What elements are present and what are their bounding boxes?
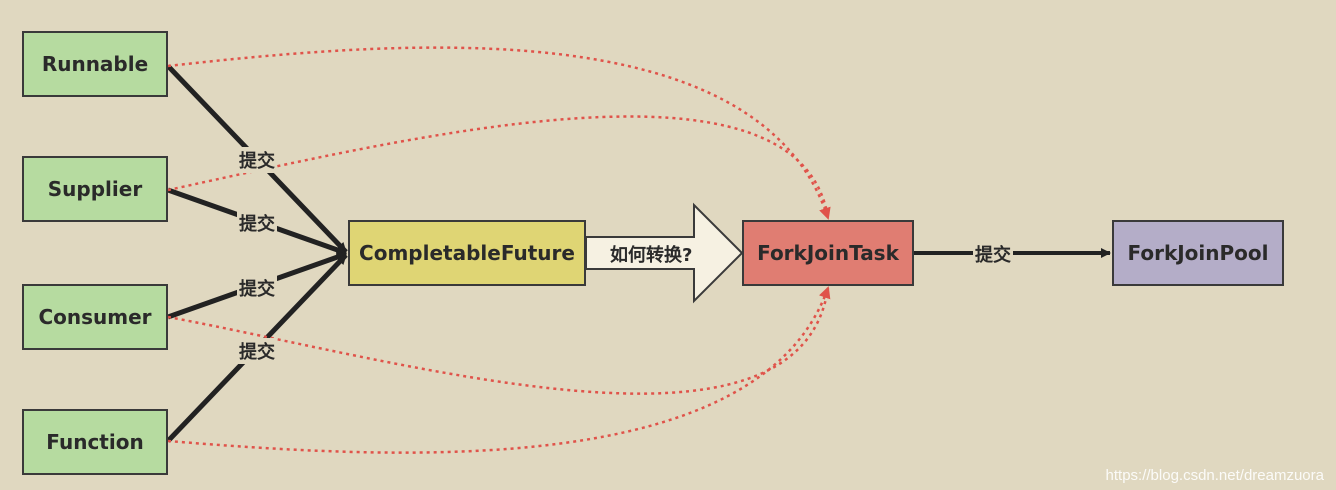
function-node: Function [22, 409, 168, 475]
conversion-arrow [585, 202, 744, 304]
consumer-label: Consumer [38, 305, 152, 329]
function-label: Function [46, 430, 144, 454]
dotted-edge-runnable-to-forkjointask [167, 46, 831, 220]
completablefuture-node: CompletableFuture [348, 220, 586, 286]
dotted-edge-function-to-forkjointask [167, 286, 831, 454]
submit-label-function: 提交 [237, 338, 277, 364]
supplier-label: Supplier [47, 177, 143, 201]
submit-label-consumer: 提交 [237, 275, 277, 301]
how-to-convert-label: 如何转换? [610, 245, 693, 266]
forkjoinpool-label: ForkJoinPool [1127, 241, 1269, 265]
submit-label-supplier: 提交 [237, 210, 277, 236]
dotted-edge-consumer-to-forkjointask [167, 287, 830, 395]
submit-label-forkjoinpool: 提交 [973, 241, 1013, 267]
dotted-edge-supplier-to-forkjointask [167, 115, 830, 219]
consumer-node: Consumer [22, 284, 168, 350]
submit-label-runnable: 提交 [237, 147, 277, 173]
forkjoinpool-node: ForkJoinPool [1112, 220, 1284, 286]
forkjointask-label: ForkJoinTask [757, 241, 899, 265]
runnable-node: Runnable [22, 31, 168, 97]
completablefuture-label: CompletableFuture [359, 241, 575, 265]
supplier-node: Supplier [22, 156, 168, 222]
watermark-text: https://blog.csdn.net/dreamzuora [1105, 467, 1324, 484]
forkjointask-node: ForkJoinTask [742, 220, 914, 286]
runnable-label: Runnable [41, 52, 149, 76]
